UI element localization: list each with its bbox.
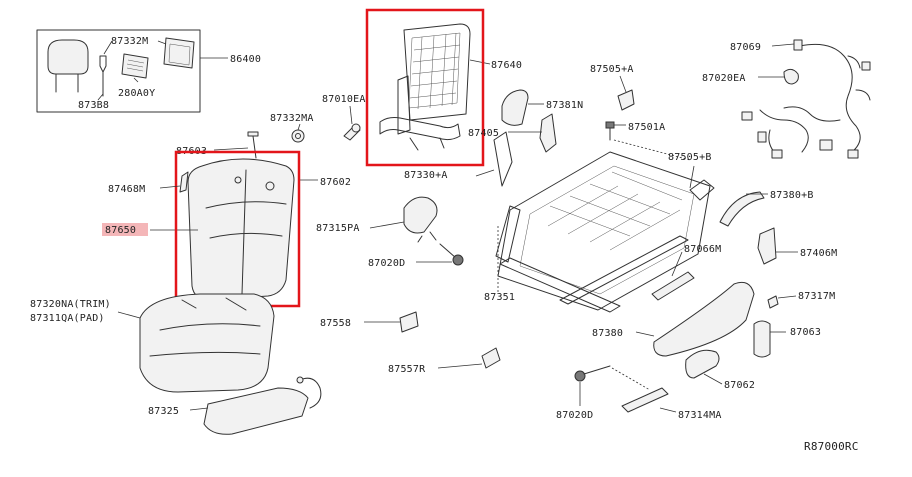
label-87557R: 87557R	[388, 364, 426, 375]
label-87380: 87380	[592, 328, 623, 339]
headrest-shape	[47, 39, 89, 75]
label-87320NA: 87320NA(TRIM)	[30, 299, 111, 310]
highlight-label-87650	[102, 223, 148, 236]
bracket-87406M	[757, 227, 798, 265]
label-87010EA: 87010EA	[322, 94, 366, 105]
label-87640: 87640	[491, 60, 522, 71]
screw-87020D-bot	[574, 365, 651, 406]
label-87317M: 87317M	[798, 291, 835, 302]
label-87066M: 87066M	[684, 244, 721, 255]
side-cover-87380	[635, 281, 755, 357]
label-87505A-top: 87505+A	[590, 64, 634, 75]
rail-cover-87314MA	[621, 387, 677, 413]
label-87558: 87558	[320, 318, 351, 329]
screw-87020D-mid	[416, 243, 464, 266]
label-87062: 87062	[724, 380, 755, 391]
label-87020EA: 87020EA	[702, 73, 746, 84]
switch-87315PA	[369, 196, 438, 243]
label-87501A: 87501A	[628, 122, 665, 133]
diagram-code: R87000RC	[804, 440, 859, 453]
headrest-inset	[36, 29, 228, 113]
label-87069: 87069	[730, 42, 761, 53]
label-87351: 87351	[484, 292, 515, 303]
label-87311QA: 87311QA(PAD)	[30, 313, 105, 324]
label-87314MA: 87314MA	[678, 410, 722, 421]
upper-center-parts	[213, 75, 635, 181]
label-87330A: 87330+A	[404, 170, 448, 181]
highlight-87640	[365, 8, 485, 167]
label-87325: 87325	[148, 406, 179, 417]
label-280A0Y: 280A0Y	[118, 88, 155, 99]
label-87315PA: 87315PA	[316, 223, 360, 234]
clip-87558	[364, 311, 419, 333]
seatback-frame-87640	[379, 23, 491, 151]
label-873B8: 873B8	[78, 100, 109, 111]
label-87650: 87650	[105, 225, 136, 236]
label-87381N: 87381N	[546, 100, 583, 111]
label-87020D-mid: 87020D	[368, 258, 405, 269]
part-87066M	[651, 251, 695, 301]
label-86400: 86400	[230, 54, 261, 65]
label-87406M: 87406M	[800, 248, 837, 259]
knob-87062	[685, 349, 723, 385]
clip-87557R	[437, 347, 501, 369]
label-87602: 87602	[320, 177, 351, 188]
seatback-trim-87650	[150, 158, 295, 301]
label-87063: 87063	[790, 327, 821, 338]
clip-87317M	[767, 295, 797, 309]
label-87405: 87405	[468, 128, 499, 139]
heater-mat-87325	[189, 376, 322, 435]
label-87020D-bot: 87020D	[556, 410, 593, 421]
label-87468M: 87468M	[108, 184, 145, 195]
seat-frame-87351	[475, 131, 715, 313]
knob-87063	[753, 320, 786, 358]
seat-cushion	[117, 293, 275, 393]
label-87380B: 87380+B	[770, 190, 814, 201]
label-87505B: 87505+B	[668, 152, 712, 163]
label-87332M: 87332M	[111, 36, 148, 47]
label-87332MA: 87332MA	[270, 113, 314, 124]
trim-87380B	[719, 191, 768, 227]
wire-harness	[741, 39, 871, 159]
